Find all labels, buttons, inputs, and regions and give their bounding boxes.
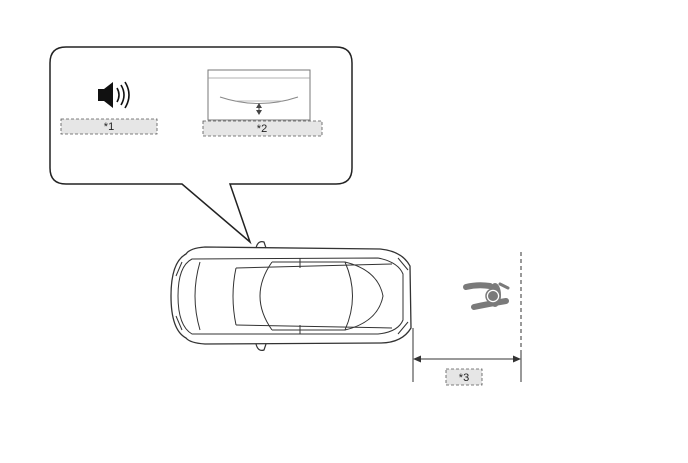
vehicle-top-view [170,241,412,351]
label-2: *2 [202,120,323,137]
label-2-text: *2 [257,123,267,135]
label-1: *1 [60,118,158,135]
label-1-text: *1 [104,121,114,133]
pedestrian-icon [463,282,510,310]
distance-dimension [412,328,522,382]
label-3-text: *3 [459,372,469,384]
speaker-icon [98,81,130,109]
multi-display-icon [207,69,311,121]
label-3: *3 [445,368,483,386]
